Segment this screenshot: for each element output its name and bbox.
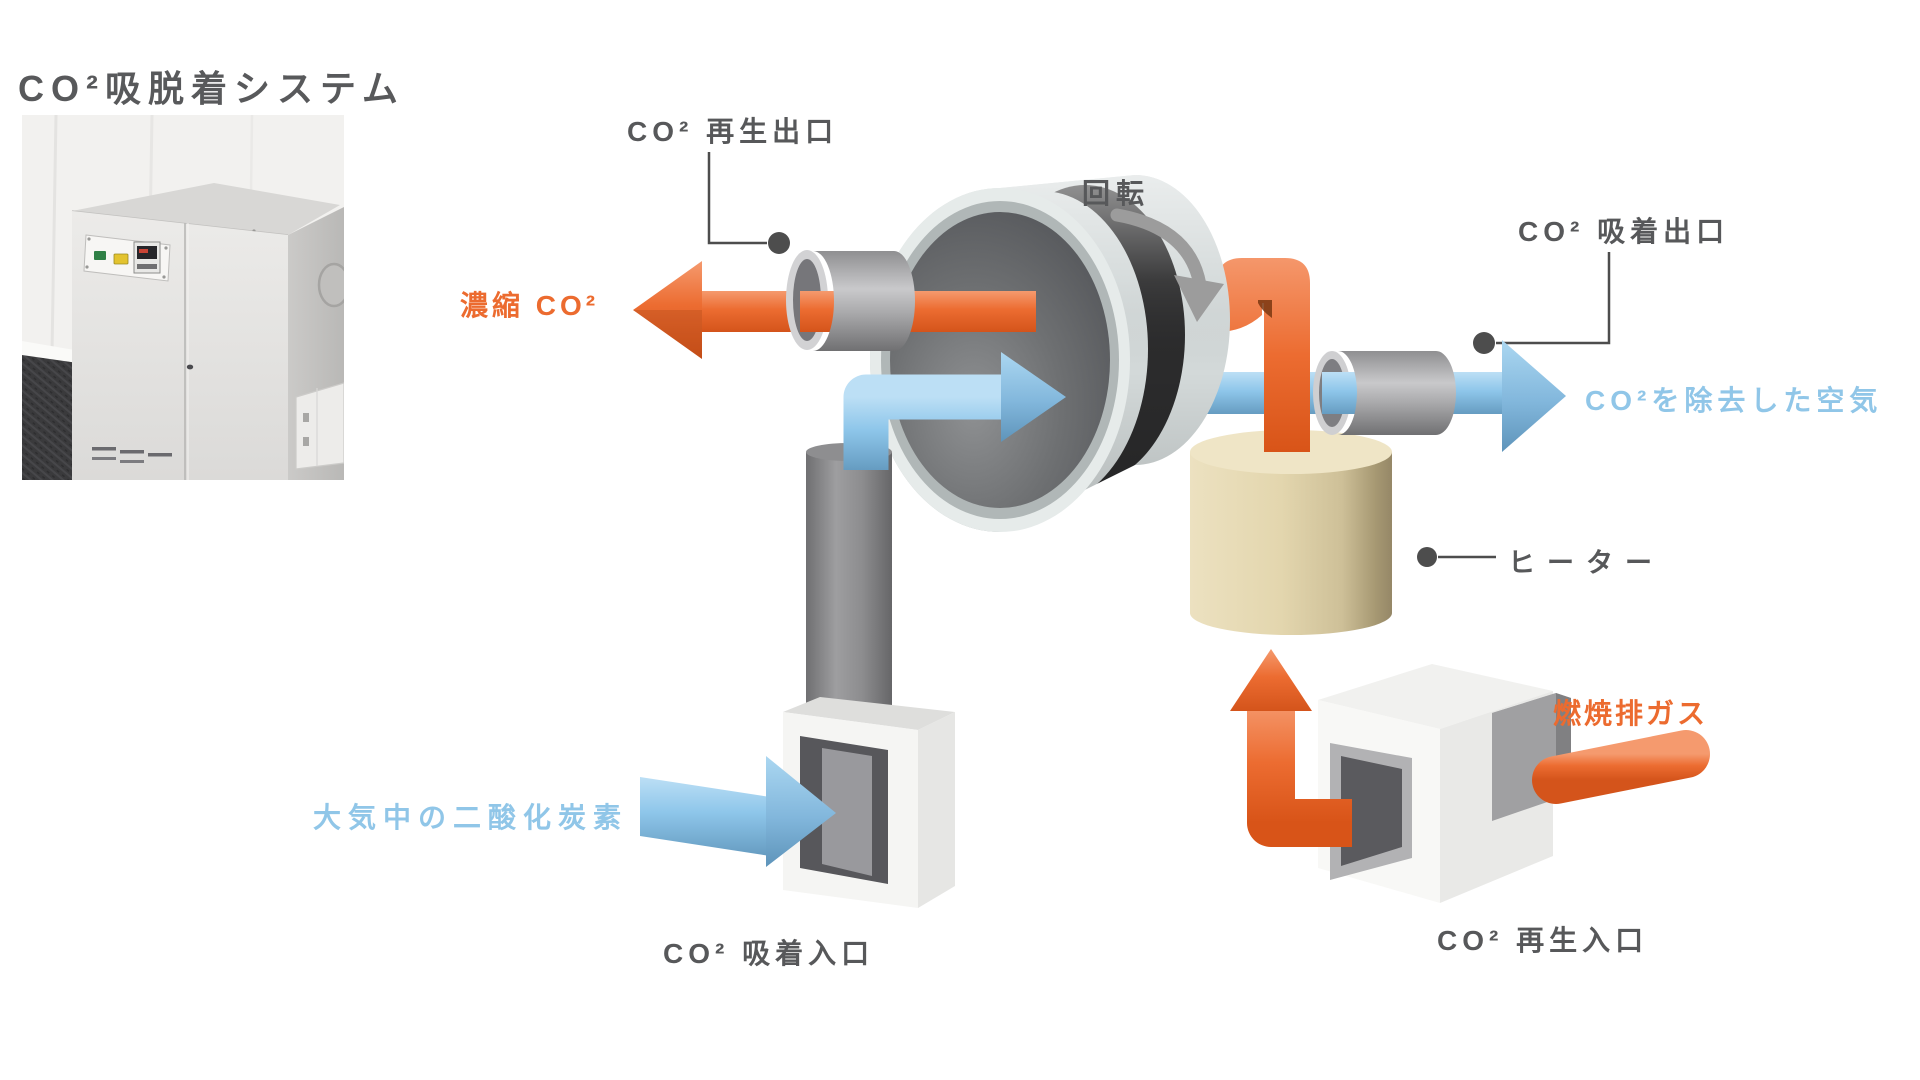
drum-face bbox=[890, 212, 1110, 508]
leader-heater bbox=[1417, 547, 1496, 567]
regen-up-arrow bbox=[1230, 649, 1352, 847]
label-co2-adsorb-inlet: CO² 吸着入口 bbox=[663, 938, 875, 969]
green-button bbox=[94, 251, 106, 260]
co2-removed-air-arrowhead bbox=[1502, 340, 1566, 452]
leader-adsorb-outlet bbox=[1473, 252, 1611, 354]
rotor-drum bbox=[870, 175, 1230, 532]
intake-pipe bbox=[806, 443, 892, 714]
coupling-left bbox=[786, 250, 915, 351]
label-co2-regen-inlet: CO² 再生入口 bbox=[1437, 925, 1649, 956]
combustion-gas-pipe bbox=[1532, 730, 1710, 804]
vent-slot bbox=[92, 447, 116, 451]
vent-slot bbox=[92, 457, 116, 460]
vent-slot bbox=[120, 460, 144, 463]
label-co2-regen-outlet: CO² 再生出口 bbox=[627, 116, 839, 147]
machine-photo bbox=[22, 115, 344, 480]
display-digits bbox=[139, 249, 148, 253]
atmospheric-co2-arrow bbox=[640, 756, 836, 867]
label-heater: ヒーター bbox=[1508, 548, 1664, 578]
label-rotation: 回転 bbox=[1082, 178, 1151, 209]
page-title: CO²吸脱着システム bbox=[18, 68, 405, 109]
cabinet-top bbox=[72, 183, 340, 235]
vent-slot bbox=[148, 453, 172, 457]
vent-slot bbox=[120, 450, 144, 454]
label-combustion-exhaust-gas: 燃焼排ガス bbox=[1553, 698, 1709, 729]
screw-icon bbox=[85, 265, 89, 269]
label-atmospheric-co2: 大気中の二酸化炭素 bbox=[313, 802, 629, 833]
keyhole-icon bbox=[186, 364, 194, 370]
latch bbox=[303, 413, 309, 422]
screw-icon bbox=[162, 275, 166, 279]
leader-regen-outlet bbox=[707, 152, 790, 254]
cabinet-front bbox=[72, 211, 288, 480]
coupling-right bbox=[1313, 351, 1508, 435]
duct-port bbox=[317, 262, 344, 308]
orange-loop-pipe bbox=[1217, 258, 1310, 452]
leader-dot bbox=[768, 232, 790, 254]
screw-icon bbox=[87, 237, 91, 241]
side-unit bbox=[295, 382, 344, 470]
pipe-bend-shadow bbox=[1258, 300, 1272, 318]
inlet-filter bbox=[822, 748, 872, 876]
wall-panel-line bbox=[50, 115, 58, 354]
leader-dot bbox=[1417, 547, 1437, 567]
label-co2-removed-air: CO²を除去した空気 bbox=[1585, 385, 1883, 416]
heater-cylinder bbox=[1190, 430, 1392, 635]
label-concentrated-co2: 濃縮 CO² bbox=[460, 290, 600, 321]
screw-icon bbox=[164, 246, 168, 250]
adsorb-inlet-housing bbox=[783, 697, 955, 908]
label-co2-adsorb-outlet: CO² 吸着出口 bbox=[1518, 216, 1730, 247]
blue-inlet-elbow-arrow bbox=[843, 352, 1066, 470]
rotation-arrow-icon bbox=[1110, 208, 1224, 322]
yellow-button bbox=[113, 253, 129, 265]
leader-dot bbox=[1473, 332, 1495, 354]
wall-panel-line bbox=[249, 115, 254, 196]
machine-photo-art bbox=[22, 115, 344, 480]
regen-opening bbox=[1341, 756, 1402, 866]
display-buttons bbox=[137, 264, 157, 269]
latch bbox=[303, 437, 309, 446]
